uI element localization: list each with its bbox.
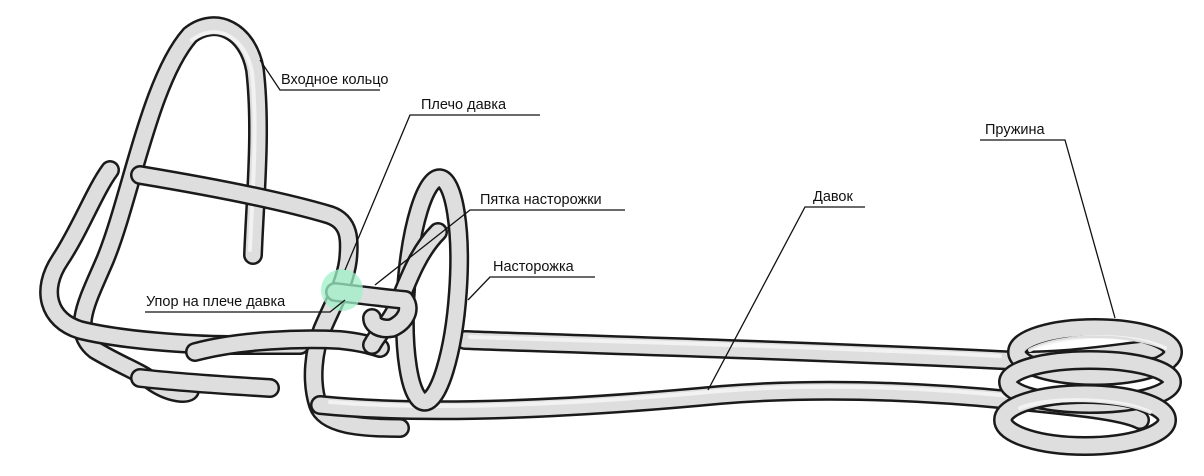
label-spring: Пружина — [985, 122, 1046, 138]
leader-lines — [145, 59, 1116, 391]
label-stop-on-press-arm: Упор на плече давка — [146, 294, 286, 310]
leader-stop-on-press-arm — [145, 299, 346, 313]
press-arm-stop-wire — [325, 282, 418, 339]
spring-coil-wire — [993, 318, 1183, 456]
leader-inlet-ring — [259, 59, 380, 91]
label-trigger-heel: Пятка насторожки — [480, 192, 602, 208]
leader-presser — [707, 206, 865, 391]
leader-trigger — [467, 276, 595, 301]
leader-press-arm — [344, 114, 540, 271]
label-presser: Давок — [813, 189, 853, 205]
leader-trigger-heel — [374, 209, 625, 286]
stop-highlight-marker — [321, 269, 363, 311]
leader-spring — [980, 139, 1116, 319]
label-press-arm: Плечо давка — [421, 97, 507, 113]
label-trigger: Насторожка — [493, 259, 575, 275]
label-inlet-ring: Входное кольцо — [281, 72, 388, 88]
